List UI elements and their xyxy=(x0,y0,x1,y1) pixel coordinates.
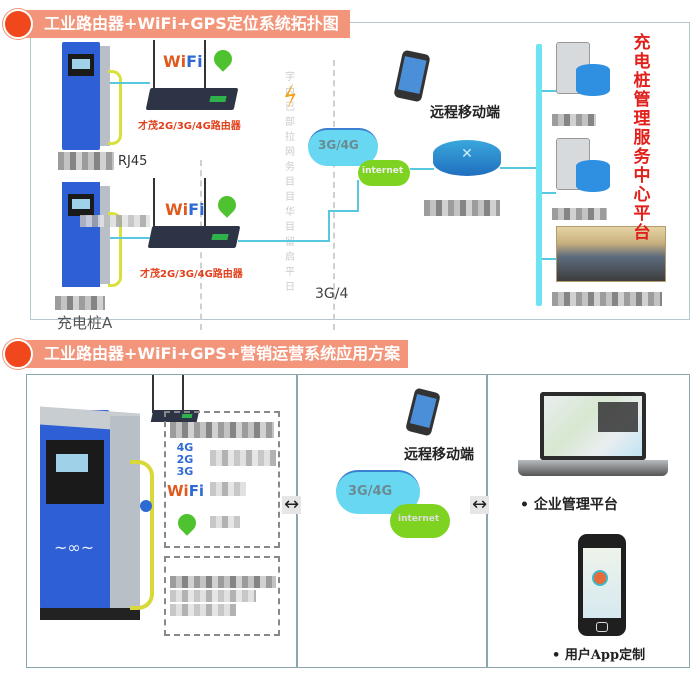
charging-pile-large: ~∞~ xyxy=(40,406,140,620)
redacted-label xyxy=(210,482,246,496)
dashed-guide-line xyxy=(333,60,335,330)
antenna xyxy=(182,375,184,413)
laptop-icon xyxy=(540,392,646,460)
section1-title: 工业路由器+WiFi+GPS定位系统拓扑图 xyxy=(44,14,339,33)
core-switch-icon: ✕ xyxy=(433,140,501,176)
cloud-internet-label: internet xyxy=(398,514,440,524)
mobile-label: 远程移动端 xyxy=(430,105,500,121)
wifi-icon: WiFi xyxy=(167,482,205,500)
faded-text-column: 字内已部拉网务目目华目留启平日 xyxy=(285,72,295,293)
panel-divider xyxy=(486,375,488,667)
antenna xyxy=(153,40,155,90)
cloud-internet xyxy=(358,160,410,186)
internet-to-switch-link xyxy=(410,168,434,170)
bus-branch xyxy=(542,258,556,260)
charging-pile-1 xyxy=(62,42,110,150)
redacted-label xyxy=(170,576,276,588)
router2-uplink xyxy=(328,210,358,212)
router2-uplink xyxy=(328,210,330,242)
feature-box xyxy=(164,411,280,548)
redacted-label xyxy=(170,422,274,438)
section1-header: 工业路由器+WiFi+GPS定位系统拓扑图 xyxy=(10,10,350,38)
cloud-3g4g xyxy=(336,470,420,514)
redacted-label xyxy=(55,296,105,310)
smartphone-app-icon xyxy=(578,534,626,636)
antenna xyxy=(152,375,154,413)
pile-side xyxy=(110,416,140,610)
cloud-3g4g xyxy=(308,128,378,166)
enterprise-platform-label: • 企业管理平台 xyxy=(520,497,618,513)
description-box xyxy=(164,556,280,636)
router2-uplink xyxy=(357,180,359,212)
side-label-3g: 3G/4 xyxy=(315,286,349,302)
router2-uplink xyxy=(238,240,328,242)
charging-cable-1 xyxy=(108,70,122,145)
pile-side xyxy=(100,186,110,284)
section2-title: 工业路由器+WiFi+GPS+营销运营系统应用方案 xyxy=(44,344,401,363)
bus-branch xyxy=(542,90,556,92)
bus-branch xyxy=(542,192,556,194)
router-label: 才茂2G/3G/4G路由器 xyxy=(138,121,241,132)
section2-bullet-icon xyxy=(3,339,33,369)
pile-label: 充电桩A xyxy=(57,314,113,332)
platform-title: 充电桩管理服务中心平台 xyxy=(633,33,651,243)
bidirectional-arrow-icon: ↔ xyxy=(282,494,302,515)
redacted-label xyxy=(552,114,596,126)
charging-cable-large xyxy=(130,460,154,610)
antenna xyxy=(153,178,155,228)
rj45-link xyxy=(110,82,150,84)
section1-bullet-icon xyxy=(3,9,33,39)
redacted-label xyxy=(170,604,236,616)
cloud-internet xyxy=(390,504,450,538)
map-pin-icon xyxy=(592,570,608,586)
database-server-icon xyxy=(556,42,611,97)
redacted-label xyxy=(80,215,150,227)
bidirectional-arrow-icon: ↔ xyxy=(470,494,490,515)
app-customization-label: • 用户App定制 xyxy=(552,648,646,663)
section2-header: 工业路由器+WiFi+GPS+营销运营系统应用方案 xyxy=(10,340,408,368)
connector-knob-icon xyxy=(140,500,152,512)
redacted-label xyxy=(210,516,240,528)
antenna xyxy=(204,178,206,228)
mobile-label: 远程移动端 xyxy=(404,447,474,463)
charging-pile-2 xyxy=(62,182,110,287)
antenna xyxy=(204,40,206,90)
control-room-photo xyxy=(556,226,666,282)
charging-cable-2 xyxy=(108,212,122,287)
cloud-3g4g-label: 3G/4G xyxy=(348,484,393,499)
redacted-label xyxy=(210,450,276,466)
redacted-label xyxy=(170,590,256,602)
redacted-label xyxy=(58,152,114,170)
redacted-label xyxy=(424,200,500,216)
cloud-internet-label: internet xyxy=(362,166,404,176)
router-label: 才茂2G/3G/4G路由器 xyxy=(140,269,243,280)
redacted-label xyxy=(552,208,607,220)
pile-screen xyxy=(46,440,104,504)
rj45-link xyxy=(110,237,150,239)
home-button xyxy=(596,622,608,632)
laptop-base xyxy=(518,460,668,476)
wifi-icon: WiFi xyxy=(165,200,205,219)
network-2g3g4g-icon: 4G 2G 3G xyxy=(176,441,194,478)
wifi-icon: WiFi xyxy=(163,52,203,71)
server-bus-line xyxy=(536,44,542,306)
database-server-icon xyxy=(556,138,611,193)
cloud-3g4g-label: 3G/4G xyxy=(318,138,359,152)
redacted-label xyxy=(552,292,662,306)
router-1 xyxy=(145,88,239,110)
router-2 xyxy=(147,226,241,248)
switch-to-bus-link xyxy=(500,167,536,169)
car-logo-icon: ~∞~ xyxy=(54,538,95,557)
pile-side xyxy=(100,46,110,146)
rj45-label: RJ45 xyxy=(118,154,148,169)
panel-divider xyxy=(296,375,298,667)
